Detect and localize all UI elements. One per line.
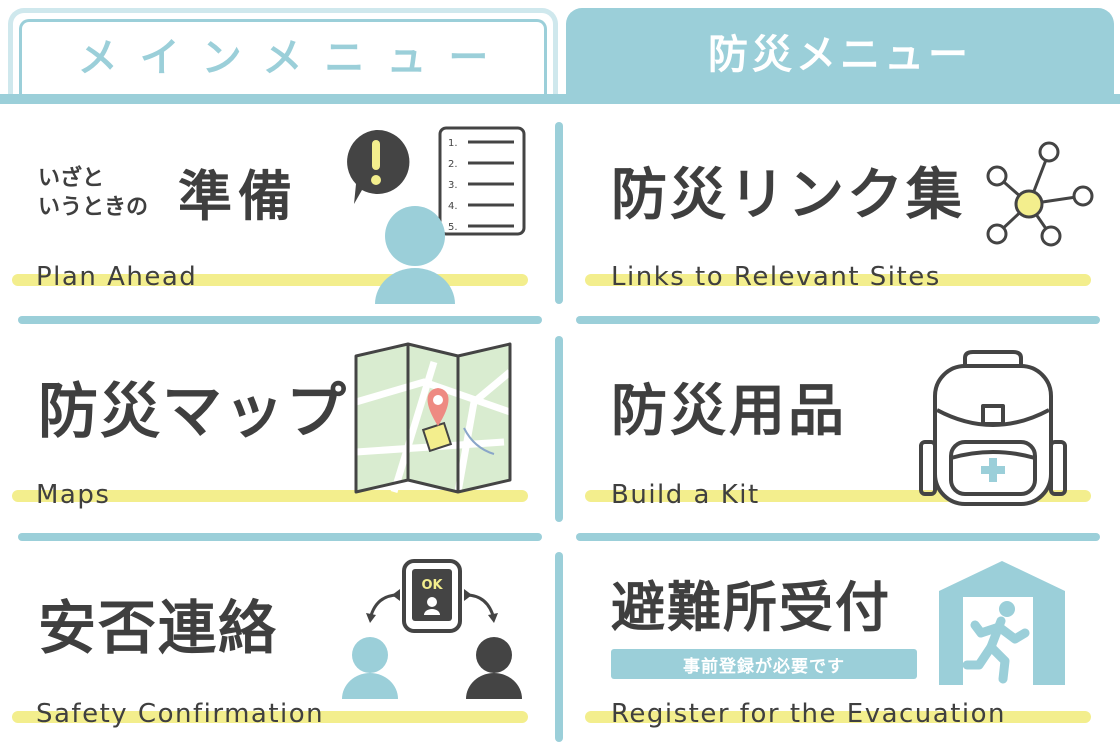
links-subtitle-highlight [585, 274, 1091, 286]
pre-registration-badge: 事前登録が必要です [611, 649, 917, 679]
list-number: 2. [448, 159, 458, 170]
maps-subtitle-highlight [12, 490, 528, 502]
menu-item-build-kit[interactable]: 防災用品 Build a Kit [563, 324, 1120, 530]
tab-disaster-menu[interactable]: 防災メニュー [566, 8, 1114, 94]
folded-map-icon [354, 342, 513, 494]
links-title: 防災リンク集 [611, 163, 965, 228]
plan-subtitle: Plan Ahead [36, 262, 198, 292]
safety-subtitle-highlight [12, 711, 528, 723]
tab-underline [0, 94, 1120, 104]
menu-item-maps[interactable]: 防災マップ Maps [0, 324, 555, 530]
evacuation-subtitle-highlight [585, 711, 1091, 723]
menu-item-safety-confirmation[interactable]: 安否連絡 Safety Confirmation OK [0, 541, 555, 755]
alert-bubble-icon [347, 129, 410, 204]
safety-title: 安否連絡 [38, 594, 279, 662]
menu-item-plan-ahead[interactable]: いざと いうときの 準備 Plan Ahead 1. 2. 3. 4. 5. [0, 104, 555, 314]
row-divider [18, 533, 542, 541]
column-divider [555, 336, 563, 522]
kit-subtitle: Build a Kit [611, 480, 760, 510]
shelter-exit-icon [939, 561, 1065, 685]
row-divider [18, 316, 542, 324]
tab-main-menu[interactable]: メインメニュー [8, 8, 558, 94]
ok-text: OK [421, 578, 443, 593]
list-number: 3. [448, 180, 458, 191]
person-icon [375, 206, 455, 304]
network-icon [986, 141, 1094, 247]
maps-title: 防災マップ [38, 377, 348, 447]
row-divider [576, 316, 1100, 324]
tab-main-menu-frame [19, 19, 547, 94]
kit-title: 防災用品 [611, 379, 847, 444]
evacuation-subtitle: Register for the Evacuation [611, 699, 1007, 729]
tab-disaster-menu-label: 防災メニュー [708, 32, 972, 78]
backpack-icon [919, 350, 1067, 506]
evacuation-title: 避難所受付 [611, 576, 891, 639]
checklist-icon: 1. 2. 3. 4. 5. [438, 126, 526, 236]
plan-title: 準備 [178, 165, 298, 228]
column-divider [555, 552, 563, 742]
safety-subtitle: Safety Confirmation [36, 699, 325, 729]
row-divider [576, 533, 1100, 541]
list-number: 1. [448, 138, 458, 149]
tab-main-menu-label: メインメニュー [77, 34, 511, 81]
list-number: 4. [448, 201, 458, 212]
column-divider [555, 122, 563, 304]
maps-subtitle: Maps [36, 480, 111, 510]
safety-contact-icon: OK [342, 559, 522, 699]
plan-title-prefix: いざと いうときの [38, 164, 148, 222]
plan-title-prefix-line2: いうときの [38, 195, 149, 221]
menu-item-links[interactable]: 防災リンク集 Links to Relevant Sites [563, 104, 1120, 314]
menu-item-evacuation-register[interactable]: 避難所受付 事前登録が必要です Register for the Evacuat… [563, 541, 1120, 755]
links-subtitle: Links to Relevant Sites [611, 262, 941, 292]
list-number: 5. [448, 222, 458, 233]
plan-title-prefix-line1: いざと [38, 166, 105, 191]
